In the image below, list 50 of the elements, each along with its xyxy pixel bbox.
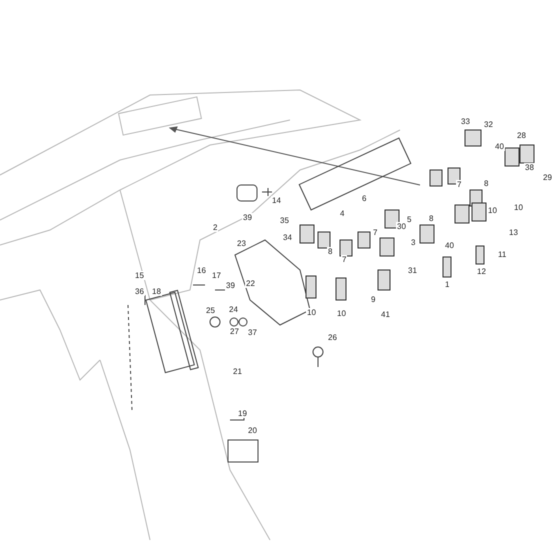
callout-number: 8 <box>483 179 490 188</box>
callout-number: 29 <box>542 173 553 182</box>
callout-number: 3 <box>410 238 416 247</box>
callout-number: 33 <box>460 117 471 126</box>
callout-number: 6 <box>361 194 368 203</box>
callout-number: 14 <box>271 196 282 205</box>
callout-number: 12 <box>476 267 487 276</box>
callout-number: 10 <box>336 309 347 318</box>
callout-number: 39 <box>242 213 253 222</box>
callout-number: 27 <box>229 327 240 336</box>
callout-number: 10 <box>513 203 524 212</box>
callout-number: 2 <box>212 223 218 232</box>
callout-number: 11 <box>497 250 508 259</box>
callout-number: 4 <box>339 209 346 218</box>
callout-number: 22 <box>245 279 256 288</box>
callout-number: 13 <box>508 228 519 237</box>
callout-number: 8 <box>428 214 434 223</box>
callout-number: 15 <box>134 271 145 280</box>
callout-number: 10 <box>487 206 498 215</box>
callout-number: 36 <box>134 287 145 296</box>
callout-number: 35 <box>279 216 290 225</box>
callout-number: 25 <box>205 306 216 315</box>
callout-number: 28 <box>516 131 527 140</box>
callout-number: 40 <box>494 142 505 151</box>
callout-number: 19 <box>237 409 248 418</box>
callout-number: 26 <box>327 333 338 342</box>
callout-number: 8 <box>327 247 334 256</box>
callout-number: 40 <box>444 241 455 250</box>
callout-number: 37 <box>247 328 258 337</box>
callout-number: 32 <box>483 120 494 129</box>
callout-number: 16 <box>196 266 207 275</box>
callout-number: 9 <box>370 295 376 304</box>
callout-number: 1 <box>444 280 450 289</box>
callout-number: 5 <box>406 215 412 224</box>
callout-number: 10 <box>306 308 317 317</box>
callout-number: 7 <box>372 228 378 237</box>
callout-number: 38 <box>524 163 535 172</box>
callout-number: 34 <box>282 233 293 242</box>
callout-number: 41 <box>380 310 391 319</box>
callout-number: 7 <box>456 180 462 189</box>
callout-number: 30 <box>396 222 407 231</box>
callout-number: 18 <box>151 287 162 296</box>
callout-number: 24 <box>228 305 239 314</box>
callout-number: 17 <box>211 271 222 280</box>
callout-number: 7 <box>341 255 348 264</box>
callout-number: 20 <box>247 426 258 435</box>
callout-number: 21 <box>232 367 243 376</box>
callout-number: 39 <box>225 281 236 290</box>
callout-number: 23 <box>236 239 247 248</box>
callout-number: 31 <box>407 266 418 275</box>
